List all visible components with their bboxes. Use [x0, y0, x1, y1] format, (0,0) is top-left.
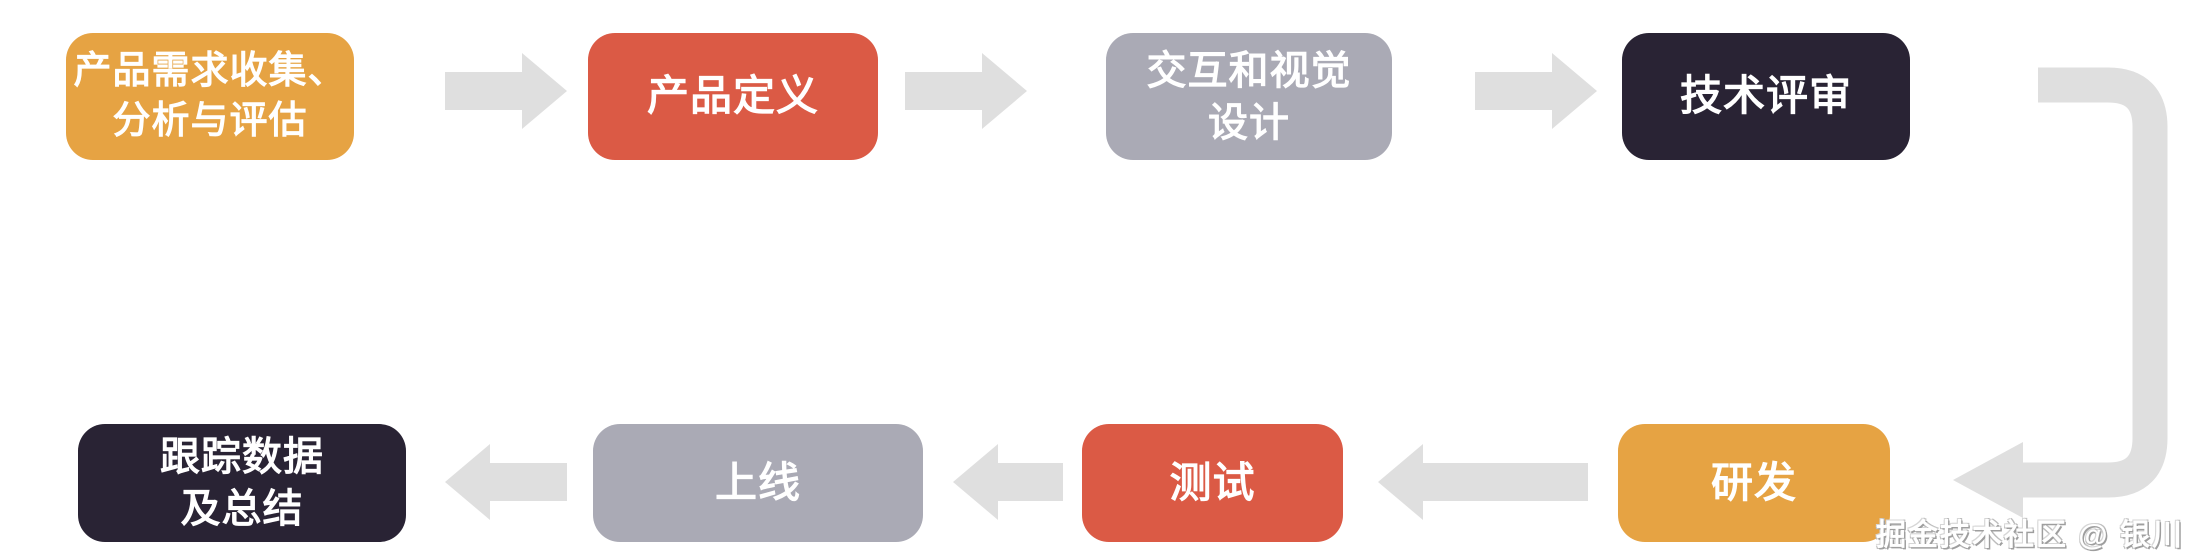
- step-box-definition: 产品定义: [588, 33, 878, 160]
- step-box-launch: 上线: [593, 424, 923, 542]
- arrow-right-icon: [445, 53, 567, 129]
- arrow-left-icon: [1378, 444, 1588, 520]
- step-box-tracking: 跟踪数据 及总结: [78, 424, 406, 542]
- step-box-review: 技术评审: [1622, 33, 1910, 160]
- curved-connector-arrow-icon: [1953, 67, 2168, 518]
- step-box-requirements: 产品需求收集、 分析与评估: [66, 33, 354, 160]
- arrow-right-icon: [905, 53, 1027, 129]
- arrow-left-icon: [445, 444, 567, 520]
- step-box-testing: 测试: [1082, 424, 1343, 542]
- arrow-right-icon: [1475, 53, 1597, 129]
- watermark-text: 掘金技术社区 @ 银川: [1876, 519, 2184, 552]
- step-box-development: 研发: [1618, 424, 1890, 542]
- step-box-design: 交互和视觉 设计: [1106, 33, 1392, 160]
- arrow-left-icon: [953, 444, 1063, 520]
